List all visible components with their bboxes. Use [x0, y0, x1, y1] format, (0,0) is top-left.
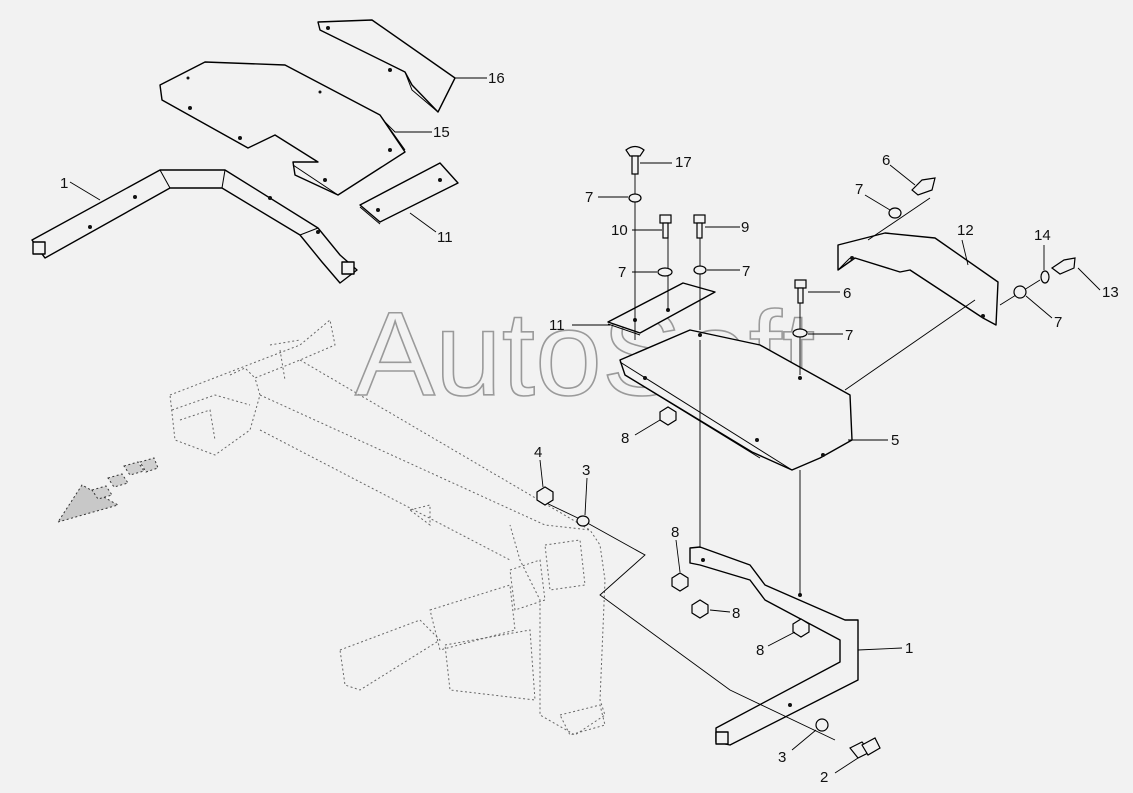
callout-8: 8 [671, 524, 679, 541]
callout-7: 7 [845, 327, 853, 344]
callout-6: 6 [882, 152, 890, 169]
callout-2: 2 [820, 769, 828, 786]
callout-7: 7 [1054, 314, 1062, 331]
callout-16: 16 [488, 70, 505, 87]
callout-labels: 16 15 11 1 17 7 10 9 7 7 11 6 7 5 8 6 7 … [60, 70, 1119, 786]
callout-11: 11 [549, 317, 565, 334]
callout-7: 7 [742, 263, 750, 280]
callout-12: 12 [957, 222, 974, 239]
callout-7: 7 [618, 264, 626, 281]
callout-7: 7 [585, 189, 593, 206]
callout-10: 10 [611, 222, 628, 239]
part-1-bracket-upper [31, 169, 358, 284]
callout-7: 7 [855, 181, 863, 198]
callout-8: 8 [621, 430, 629, 447]
callout-14: 14 [1034, 227, 1051, 244]
callout-13: 13 [1102, 284, 1119, 301]
part-16-shield [317, 19, 456, 113]
part-11-plate-upper [359, 162, 459, 225]
callout-15: 15 [433, 124, 450, 141]
callout-9: 9 [741, 219, 749, 236]
hardware [536, 145, 1076, 759]
callout-1: 1 [60, 175, 68, 192]
callout-8: 8 [756, 642, 764, 659]
part-12-shield [837, 232, 999, 326]
callout-4: 4 [534, 444, 542, 461]
callout-1: 1 [905, 640, 913, 657]
callout-11: 11 [437, 229, 453, 246]
part-5-main-plate [619, 329, 853, 471]
callout-17: 17 [675, 154, 692, 171]
callout-3: 3 [778, 749, 786, 766]
callout-3: 3 [582, 462, 590, 479]
leader-lines [69, 77, 1101, 774]
callout-8: 8 [732, 605, 740, 622]
part-1-bracket-lower [689, 546, 859, 746]
callout-5: 5 [891, 432, 899, 449]
part-15-plate [159, 61, 406, 196]
callout-6: 6 [843, 285, 851, 302]
direction-arrow-icon [56, 457, 159, 523]
